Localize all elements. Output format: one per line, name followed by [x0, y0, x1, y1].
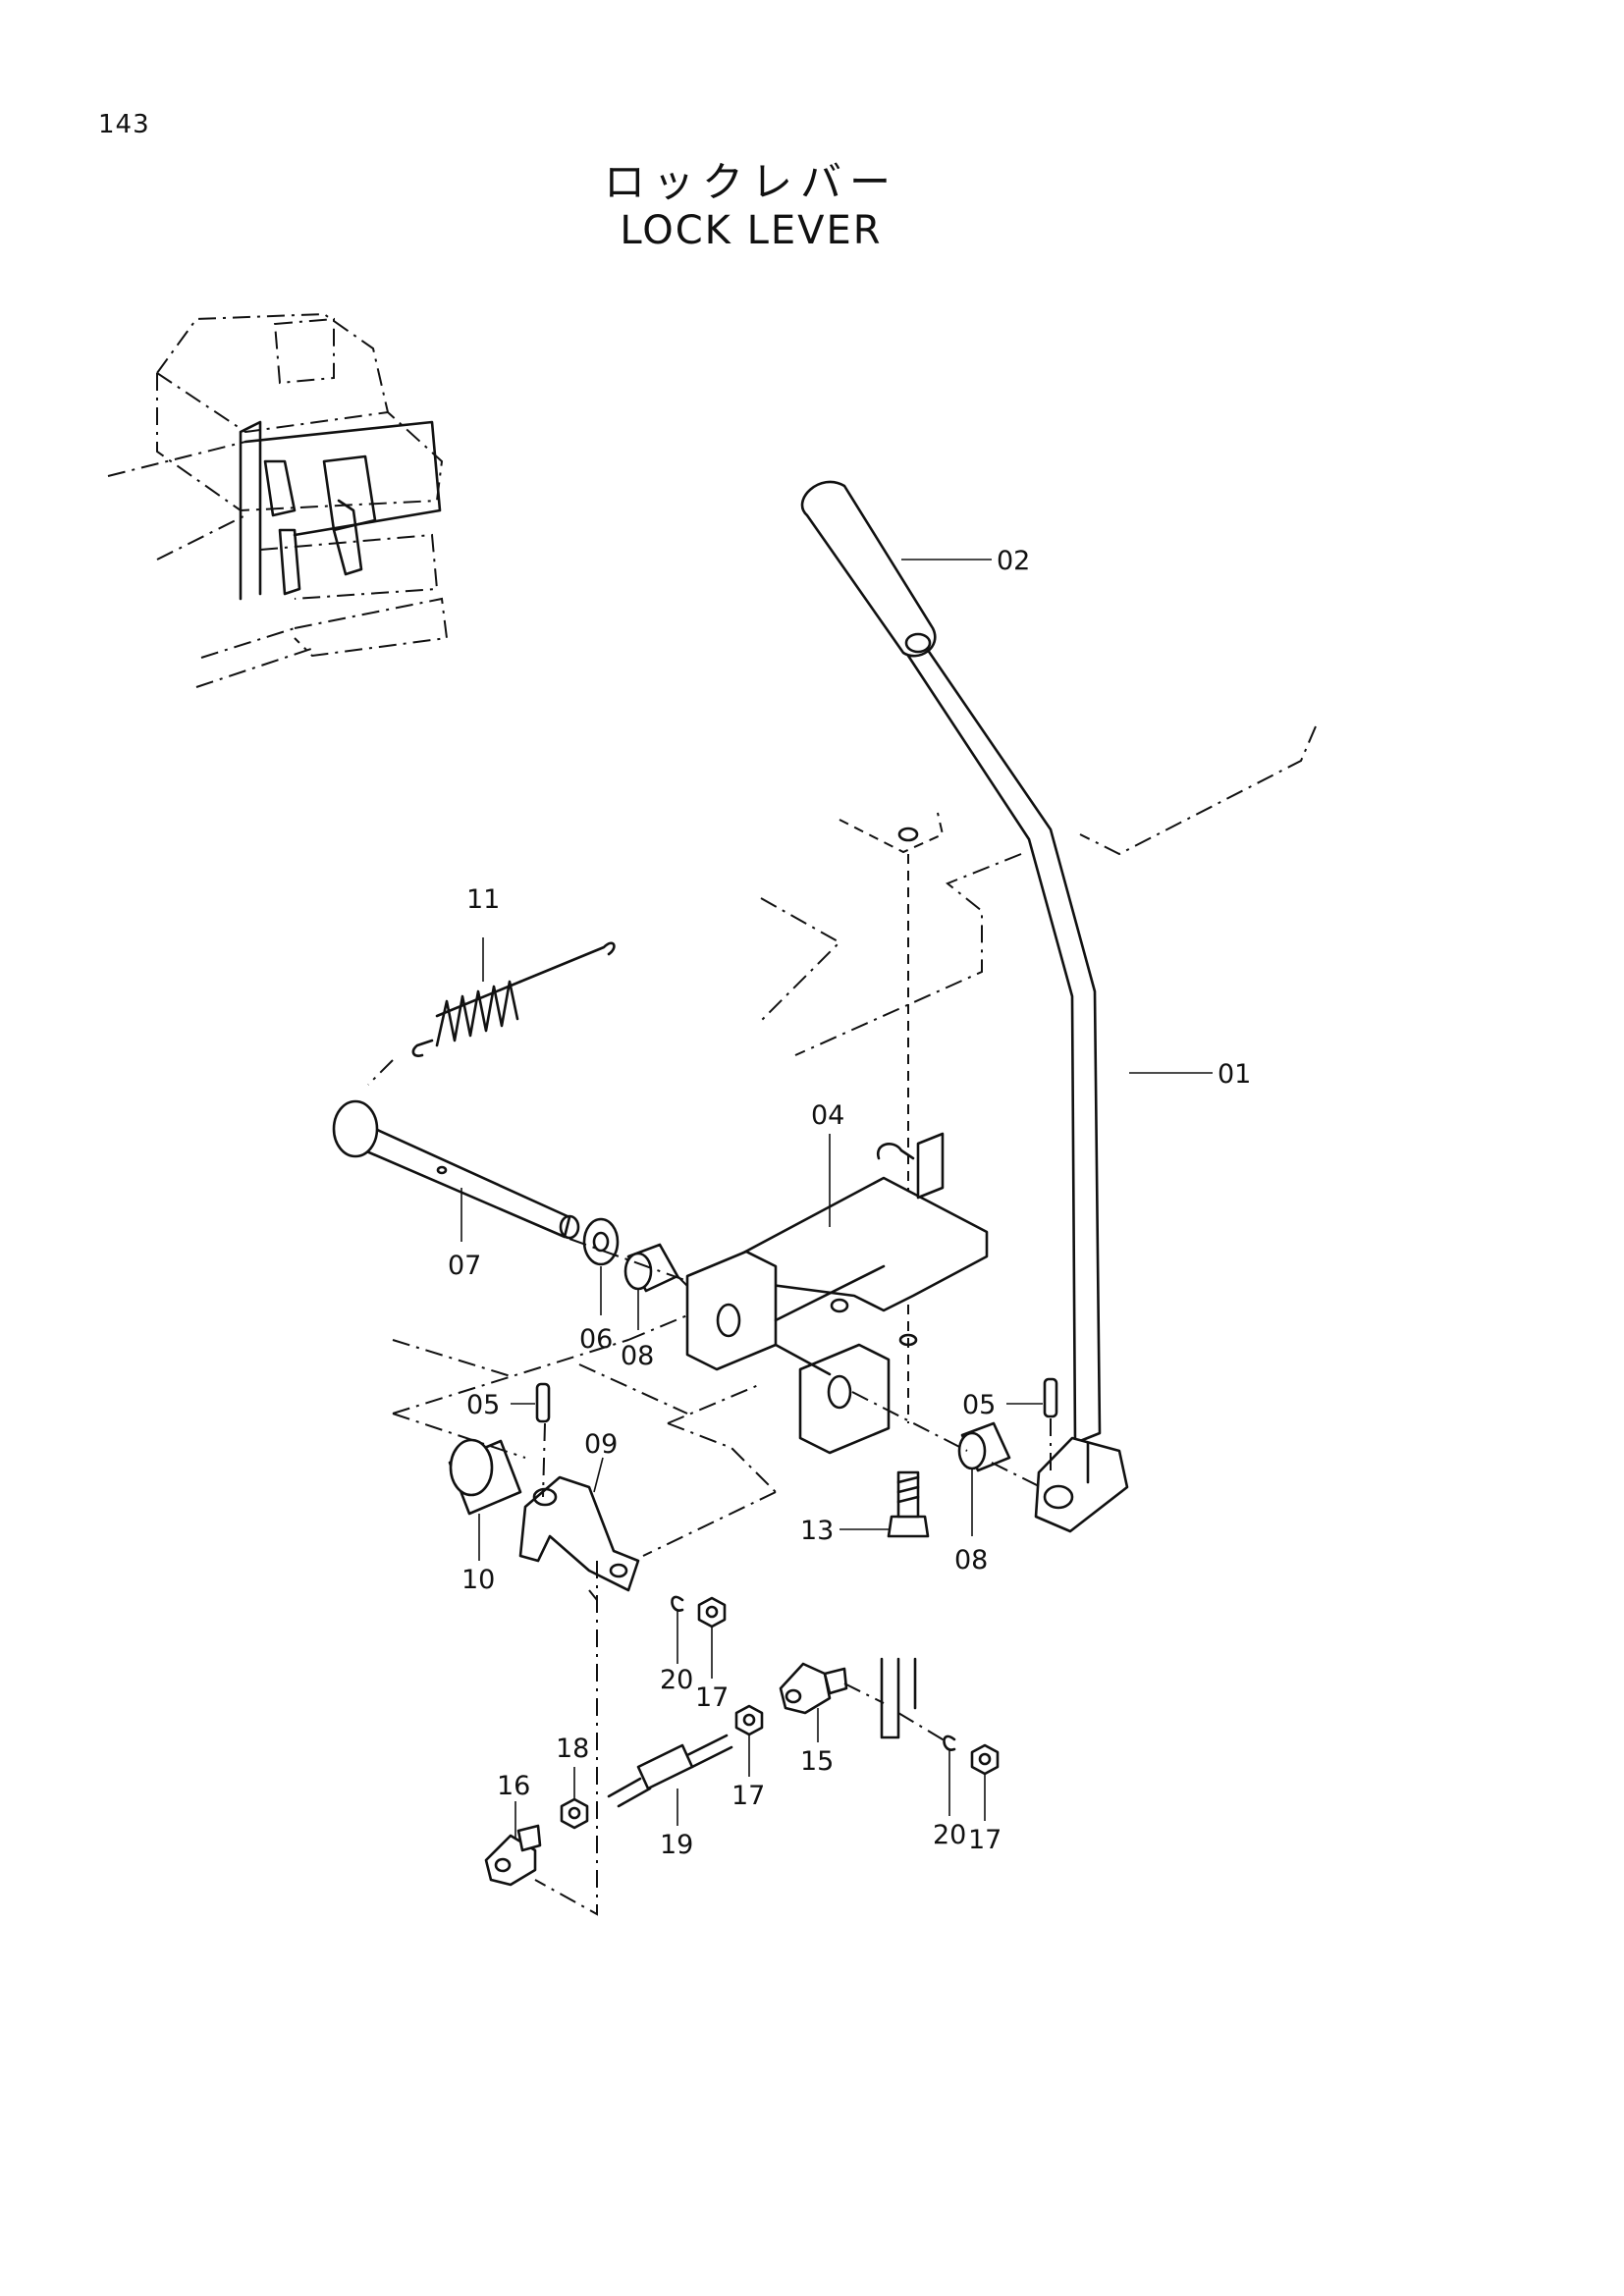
part-09-lever-arm: [518, 1475, 640, 1592]
callout-19: 19: [660, 1830, 693, 1860]
callout-10: 10: [461, 1565, 495, 1595]
title-english: LOCK LEVER: [620, 208, 883, 253]
callout-02: 02: [997, 546, 1030, 576]
callout-17-b: 17: [731, 1781, 765, 1811]
callout-04: 04: [811, 1100, 844, 1131]
part-17-nut-c: [970, 1743, 1000, 1776]
floor-outline: [760, 725, 1317, 1423]
leader-lines: [460, 559, 1213, 1838]
part-13-bolt: [887, 1470, 930, 1538]
part-18-nut: [560, 1797, 589, 1830]
callout-09: 09: [584, 1429, 618, 1460]
part-05-pin-right: [1043, 1377, 1058, 1418]
callout-20-b: 20: [933, 1820, 966, 1850]
part-01-lever: [906, 641, 1129, 1533]
part-19-rod: [607, 1734, 733, 1808]
title-japanese: ロックレバー: [603, 158, 898, 206]
part-17-nut-a: [697, 1596, 727, 1629]
part-06-washer: [582, 1217, 620, 1266]
part-15-ball-joint: [779, 1662, 848, 1715]
page-number: 143: [98, 110, 150, 139]
callout-01: 01: [1218, 1059, 1251, 1090]
link-plate: [880, 1657, 917, 1739]
part-20-snap-ring-b: [943, 1735, 956, 1751]
callout-11: 11: [466, 884, 500, 915]
part-20-snap-ring-a: [671, 1595, 684, 1612]
part-04-bracket: [685, 1132, 989, 1455]
part-02-grip: [800, 480, 937, 658]
assembly-lines: [367, 1059, 1052, 1916]
part-17-nut-b: [734, 1704, 764, 1736]
callout-08-right: 08: [954, 1545, 988, 1575]
callout-15: 15: [800, 1746, 834, 1777]
cab-location-inset: [107, 312, 449, 688]
callout-20-a: 20: [660, 1665, 693, 1695]
callout-18: 18: [556, 1734, 589, 1764]
part-05-pin-left: [535, 1382, 551, 1423]
part-10-collar: [448, 1438, 522, 1516]
part-16-ball-joint: [484, 1824, 542, 1887]
callout-17-c: 17: [968, 1825, 1001, 1855]
callout-05-right: 05: [962, 1390, 996, 1420]
part-08-bushing-left: [623, 1243, 679, 1293]
callout-17-a: 17: [695, 1682, 729, 1713]
part-08-bushing-right: [957, 1421, 1011, 1472]
callout-06: 06: [579, 1324, 613, 1355]
callout-13: 13: [800, 1516, 834, 1546]
callout-07: 07: [448, 1251, 481, 1281]
part-11-spring: [411, 941, 616, 1057]
part-07-shaft: [332, 1099, 580, 1240]
callout-05-left: 05: [466, 1390, 500, 1420]
callout-labels: 02 01 04 05 05 06 07 08 08 09 10 11 13 1…: [448, 546, 1251, 1860]
callout-16: 16: [497, 1771, 530, 1801]
callout-08-left: 08: [621, 1341, 654, 1371]
